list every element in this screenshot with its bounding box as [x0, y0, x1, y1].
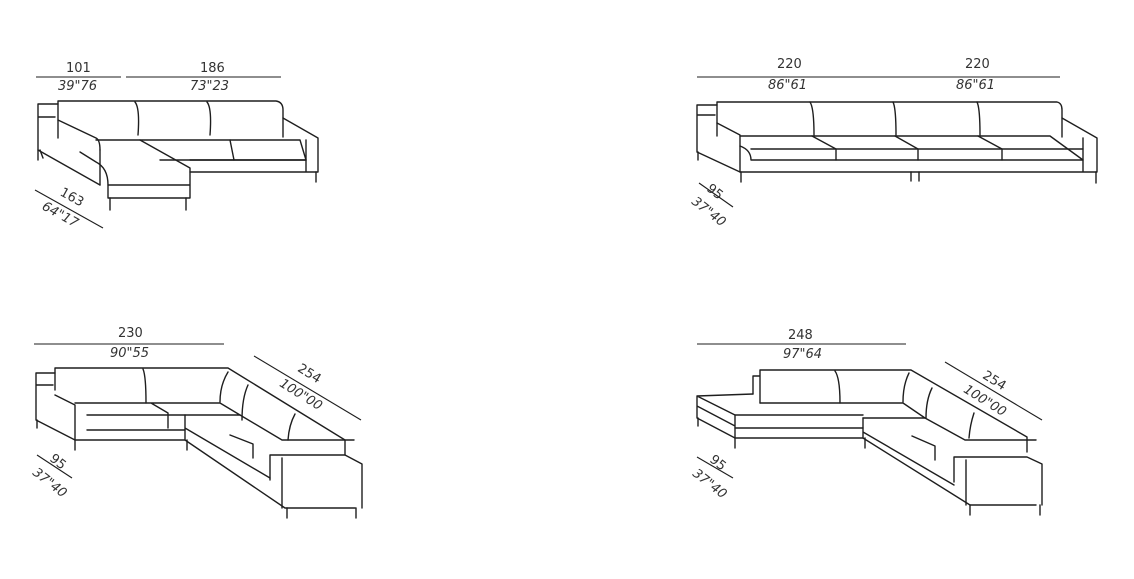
dimension-label-inches: 97"64 — [783, 347, 823, 362]
dimension-label-inches: 90"55 — [110, 346, 150, 361]
dimension-label-cm: 248 — [788, 328, 813, 343]
dimension-label-inches: 86"61 — [768, 78, 808, 93]
dimension-label-cm: 101 — [66, 61, 91, 76]
diagram-four-seat-sofa: 220 86"61 220 86"61 95 37"40 — [0, 0, 1134, 250]
dimension-label-cm: 220 — [777, 57, 802, 72]
dimension-label-inches: 39"76 — [58, 79, 98, 94]
dimension-label-cm: 230 — [118, 326, 143, 341]
dimension-label-cm: 186 — [200, 61, 225, 76]
dimension-label-inches: 86"61 — [956, 78, 996, 93]
dimension-label-inches: 73"23 — [190, 79, 230, 94]
dimension-label-cm: 220 — [965, 57, 990, 72]
diagram-chaise-sofa: 101 39"76 186 73"23 163 64"17 — [0, 0, 340, 250]
corner-sofa-drawing — [34, 343, 363, 519]
diagram-corner-sofa: 230 90"55 254 100"00 95 37"40 — [0, 0, 400, 579]
chaise-sofa-drawing — [34, 76, 319, 229]
four-seat-sofa-drawing — [696, 76, 1098, 208]
